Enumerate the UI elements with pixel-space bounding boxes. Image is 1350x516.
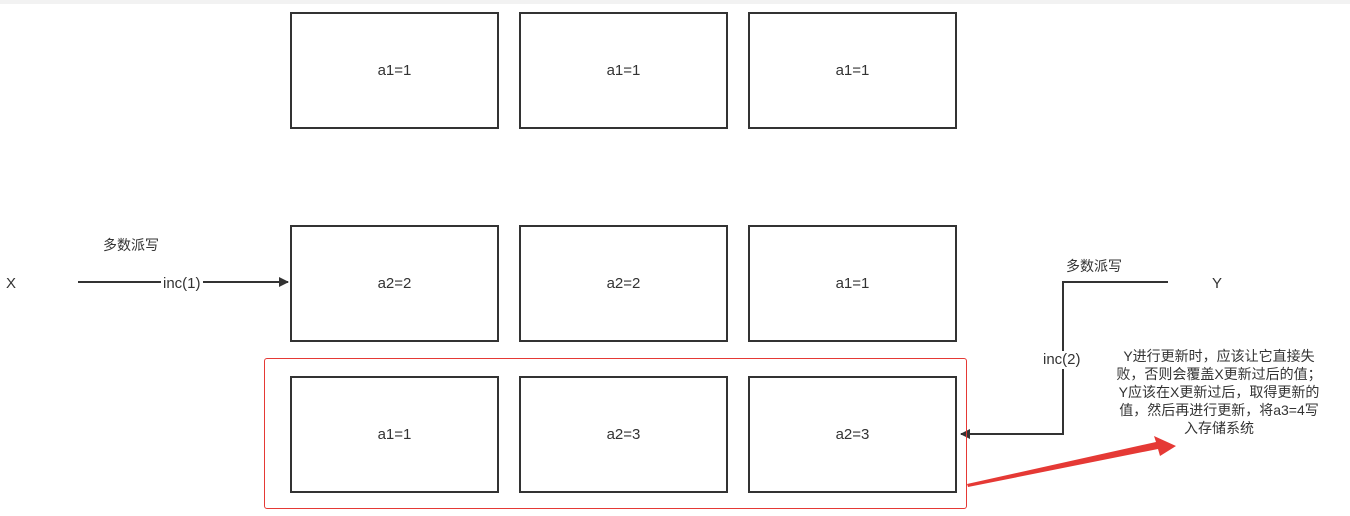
node-value: a2=2 — [606, 275, 641, 292]
client-x-label: X — [6, 275, 17, 292]
node-row1-col3: a1=1 — [748, 12, 957, 129]
node-value: a1=1 — [377, 62, 412, 79]
node-value: a1=1 — [606, 62, 641, 79]
note-line: 入存储系统 — [1184, 420, 1254, 436]
client-y-caption: 多数派写 — [1066, 258, 1122, 274]
node-row2-col1: a2=2 — [290, 225, 499, 342]
node-value: a2=3 — [835, 426, 870, 443]
annotation-note: Y进行更新时，应该让它直接失 败，否则会覆盖X更新过后的值； Y应该在X更新过后… — [1088, 347, 1350, 437]
note-line: 值，然后再进行更新，将a3=4写 — [1119, 402, 1319, 418]
node-row3-col2: a2=3 — [519, 376, 728, 493]
note-line: Y应该在X更新过后，取得更新的 — [1118, 384, 1320, 400]
highlight-frame — [264, 358, 967, 509]
node-value: a1=1 — [377, 426, 412, 443]
node-row3-col3: a2=3 — [748, 376, 957, 493]
node-row2-col2: a2=2 — [519, 225, 728, 342]
red-callout-arrow — [967, 436, 1176, 487]
node-value: a2=3 — [606, 426, 641, 443]
node-value: a1=1 — [835, 275, 870, 292]
note-line: Y进行更新时，应该让它直接失 — [1123, 348, 1315, 364]
node-value: a1=1 — [835, 62, 870, 79]
client-y-edge-label: inc(2) — [1041, 351, 1083, 369]
node-row2-col3: a1=1 — [748, 225, 957, 342]
note-line: 败，否则会覆盖X更新过后的值； — [1116, 366, 1322, 382]
client-x-edge-label: inc(1) — [161, 275, 203, 293]
node-row1-col1: a1=1 — [290, 12, 499, 129]
client-y-label: Y — [1212, 275, 1223, 292]
client-x-caption: 多数派写 — [103, 237, 159, 253]
node-value: a2=2 — [377, 275, 412, 292]
node-row1-col2: a1=1 — [519, 12, 728, 129]
top-toolbar-strip — [0, 0, 1350, 4]
node-row3-col1: a1=1 — [290, 376, 499, 493]
